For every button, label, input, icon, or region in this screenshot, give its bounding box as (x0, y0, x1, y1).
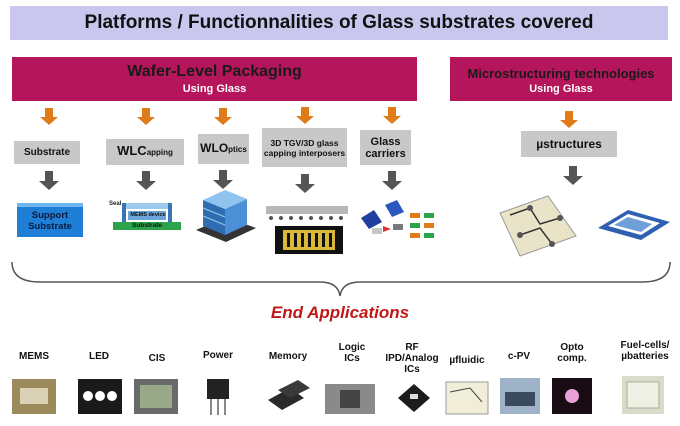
app-label-logic: Logic ICs (338, 342, 366, 364)
wlc-box: WLCapping (106, 139, 184, 165)
wlc-illustration (113, 203, 181, 230)
arrow-gray-wlo (213, 170, 233, 189)
arrow-orange-substrate (40, 108, 58, 125)
wlo-label: WLOptics (200, 141, 247, 155)
rf-thumbnail (398, 384, 430, 412)
app-label-cis: CIS (148, 353, 166, 364)
microstructure-frame-illustration (598, 210, 670, 240)
glass-carriers-box: Glass carriers (360, 130, 411, 165)
wlo-box: WLOptics (198, 134, 249, 164)
app-label-rf: RF IPD/Analog ICs (385, 342, 439, 375)
arrow-orange-wlc (137, 108, 155, 125)
arrow-orange-3d (296, 107, 314, 124)
app-label-led: LED (89, 351, 109, 362)
arrow-orange-glass (383, 107, 401, 124)
app-label-memory: Memory (268, 351, 308, 362)
wlo-illustration (196, 190, 256, 242)
glass-carriers-illustration (361, 200, 434, 238)
app-label-power: Power (202, 350, 233, 361)
glass-carriers-label: Glass carriers (365, 135, 406, 160)
microstructuring-banner: Microstructuring technologies Using Glas… (450, 57, 672, 101)
tgv-label: 3D TGV/3D glass capping interposers (263, 137, 346, 158)
arrow-gray-glass (382, 171, 402, 190)
wlp-title: Wafer-Level Packaging (127, 63, 302, 80)
arrow-gray-micro (563, 166, 583, 185)
app-thumbnails (12, 376, 664, 415)
memory-thumbnail (268, 380, 310, 410)
arrow-gray-substrate (39, 171, 59, 190)
mems-device-label: MEMS device (130, 212, 166, 218)
support-substrate-illustration (17, 203, 83, 237)
wlc-substrate-label: Substrate (132, 222, 162, 229)
tgv-box: 3D TGV/3D glass capping interposers (262, 128, 347, 167)
substrate-label: Substrate (23, 146, 71, 158)
support-substrate-label: Support Substrate (28, 210, 72, 232)
arrow-gray-3d (295, 174, 315, 193)
wlc-label: WLCapping (117, 143, 173, 158)
arrow-orange-wlo (214, 108, 232, 125)
wafer-level-packaging-banner: Wafer-Level Packaging Using Glass (12, 57, 417, 101)
tgv-illustration (266, 206, 348, 254)
seal-label: Seal (109, 201, 122, 207)
power-thumbnail (207, 379, 229, 415)
microstructures-box: µstructures (521, 131, 617, 157)
app-label-mems: MEMS (19, 351, 49, 362)
grouping-brace (11, 261, 671, 297)
app-label-microfluidic: µfluidic (449, 355, 485, 366)
page-title: Platforms / Functionnalities of Glass su… (10, 6, 668, 40)
arrow-orange-micro (560, 111, 578, 128)
end-applications-title: End Applications (270, 303, 410, 322)
micro-title: Microstructuring technologies (467, 66, 655, 81)
substrate-box: Substrate (14, 141, 80, 164)
microstructures-label: µstructures (536, 137, 602, 151)
app-label-opto: Opto comp. (557, 342, 587, 364)
micro-subtitle: Using Glass (529, 83, 593, 95)
arrow-gray-wlc (136, 171, 156, 190)
microfluidic-chip-illustration (499, 195, 577, 257)
app-label-cpv: c-PV (507, 351, 531, 362)
app-label-fuel-cells: Fuel-cells/ µbatteries (620, 340, 670, 362)
microfluidic-thumbnail (445, 381, 489, 415)
wlp-subtitle: Using Glass (182, 83, 247, 95)
